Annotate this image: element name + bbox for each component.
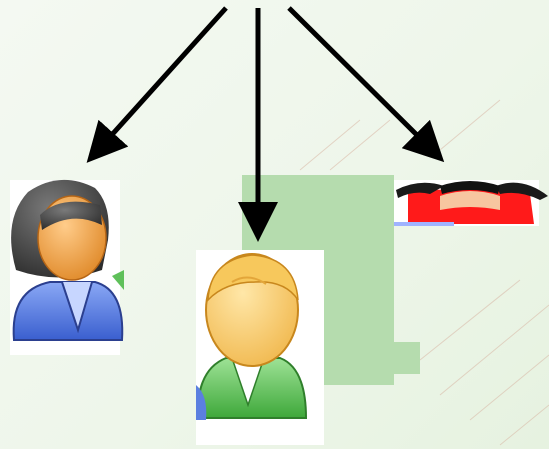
arrow-right (287, 6, 445, 163)
arrow-left (86, 6, 228, 163)
accent-block-tab (394, 342, 420, 374)
